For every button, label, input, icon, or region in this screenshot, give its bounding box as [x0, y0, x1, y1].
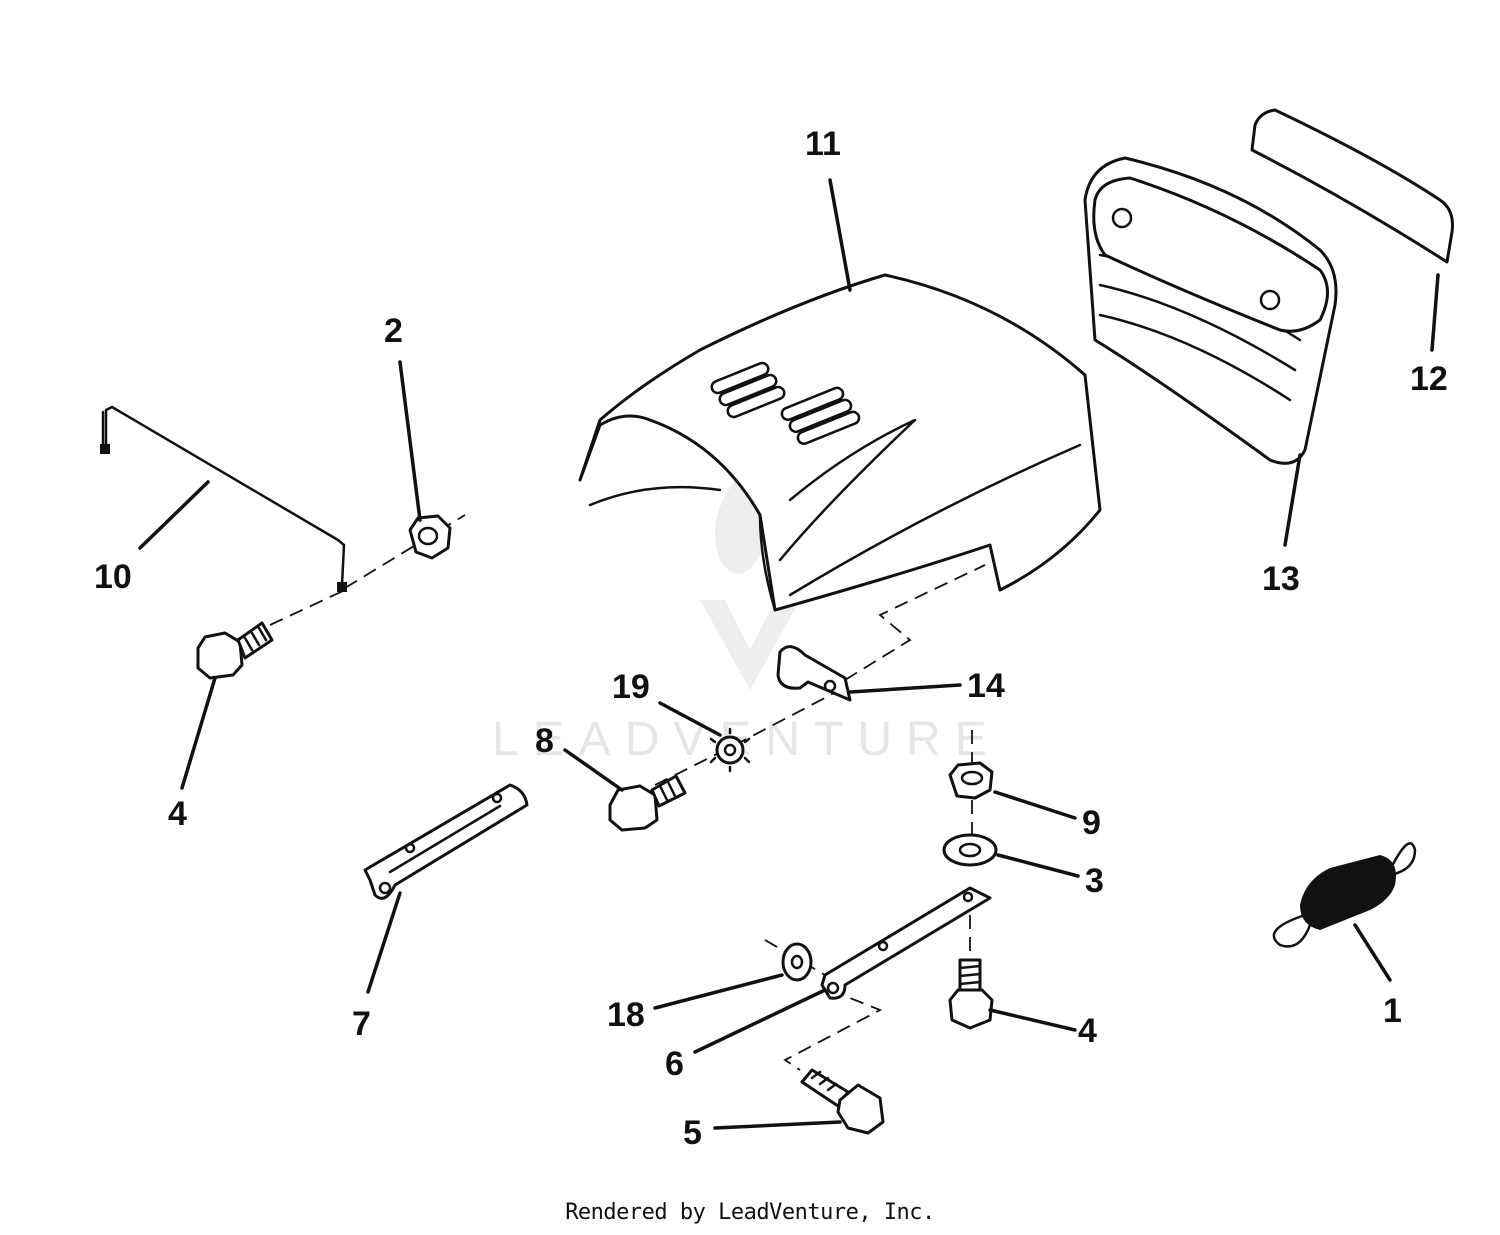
flat-washer-3: [942, 833, 998, 867]
strap-7: [363, 783, 529, 900]
grille: [1083, 156, 1338, 465]
star-washer: [709, 727, 751, 773]
washer-18: [781, 942, 813, 982]
flange-bolt-8: [608, 774, 687, 832]
emblem-strip: [1250, 108, 1454, 264]
callout-7: 7: [352, 1005, 371, 1043]
callout-12: 12: [1410, 360, 1448, 398]
callout-4-left: 4: [168, 795, 187, 833]
callout-19: 19: [612, 668, 650, 706]
bolt-5: [800, 1068, 885, 1135]
callout-3: 3: [1085, 862, 1104, 900]
hex-nut-9: [948, 761, 994, 800]
hood-cover: [578, 273, 1102, 612]
clip-bracket: [776, 645, 852, 702]
footer-credit: Rendered by LeadVenture, Inc.: [565, 1200, 935, 1225]
support-rod: [100, 405, 347, 592]
leader-lines: [138, 178, 1440, 1130]
callout-8: 8: [535, 722, 554, 760]
callout-1: 1: [1383, 992, 1402, 1030]
callout-labels: 1 2 3 4 4 5 6 7 8 9 10 11 12 13 14 18 19: [94, 125, 1448, 1152]
callout-2: 2: [384, 312, 403, 350]
callout-13: 13: [1262, 560, 1300, 598]
callout-4-right: 4: [1078, 1012, 1097, 1050]
hex-nut-2: [408, 514, 452, 560]
callout-14: 14: [967, 667, 1005, 705]
callout-18: 18: [607, 996, 645, 1034]
callout-5: 5: [683, 1114, 702, 1152]
callout-9: 9: [1082, 804, 1101, 842]
callout-6: 6: [665, 1045, 684, 1083]
link-arm-6: [820, 886, 992, 1000]
bolt-4-right: [948, 958, 994, 1030]
callout-10: 10: [94, 558, 132, 596]
bolt-4-left: [196, 621, 274, 680]
spring: [1272, 842, 1417, 948]
vent-slots: [710, 361, 861, 445]
callout-11: 11: [805, 125, 841, 163]
